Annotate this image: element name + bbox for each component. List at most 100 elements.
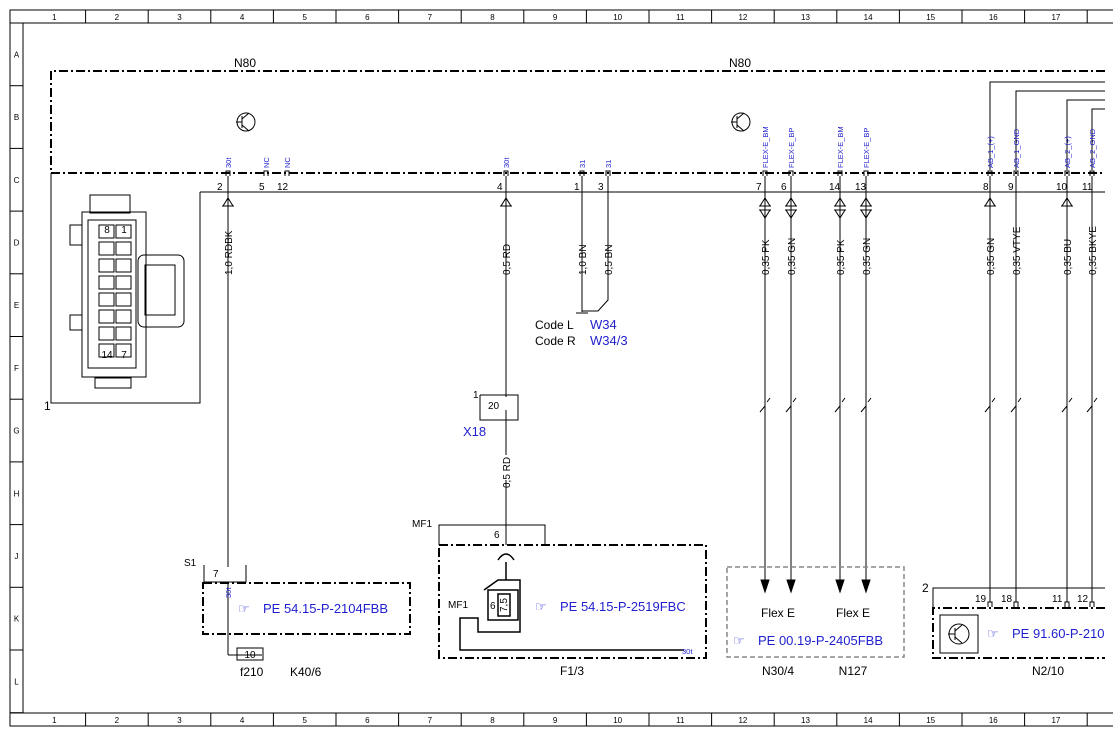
pin-signal: AB_2_GND (1088, 128, 1097, 168)
wire-label: 0,35 GN (862, 238, 873, 275)
row-letter: D (14, 238, 20, 247)
flex-e-label-2: Flex E (836, 606, 870, 620)
n2-10-connector (932, 587, 1105, 610)
column-number: 5 (302, 13, 307, 22)
column-number: 16 (989, 716, 998, 725)
column-number: 13 (801, 13, 810, 22)
connector-cavity (98, 292, 115, 307)
k40-outline (202, 582, 411, 635)
column-number: 15 (926, 716, 935, 725)
n127-label: N127 (839, 664, 868, 678)
connector-cavity (115, 292, 132, 307)
pin-12: NC 12 (277, 157, 292, 193)
pin-signal: 31 (604, 160, 613, 168)
arrow-down-icon (760, 579, 770, 594)
mf1-fuse-rating: 7,5 (499, 598, 510, 612)
n80-module-outline (50, 70, 1105, 174)
x18-callout: 1 (473, 390, 479, 401)
flex-e-label-1: Flex E (761, 606, 795, 620)
pin-socket (225, 170, 231, 176)
pin-socket (605, 170, 611, 176)
pin-number: 8 (983, 182, 989, 193)
arrow-down-icon (835, 579, 845, 594)
connector-pin-label: 14 (101, 350, 113, 361)
row-letter: F (14, 364, 19, 373)
row-letter: C (14, 176, 20, 185)
pin-socket (1089, 170, 1095, 176)
mf1-inner-label: MF1 (448, 600, 468, 611)
pin-number: 9 (1008, 182, 1014, 193)
pin-10: AB_2_(+)100,35 BU (1056, 136, 1074, 607)
column-number: 17 (1051, 716, 1060, 725)
column-number: 1 (52, 716, 57, 725)
pointer-icon: ☞ (987, 626, 999, 641)
wire-label: 0,35 VTYE (1012, 226, 1023, 275)
pin-5: NC5 (259, 157, 271, 193)
pin-signal: 31 (578, 160, 587, 168)
column-number: 2 (115, 13, 120, 22)
pin-socket (503, 170, 509, 176)
column-number: 3 (177, 716, 182, 725)
pointer-icon: ☞ (535, 599, 547, 614)
column-number: 3 (177, 13, 182, 22)
n2-pin: 19 (975, 594, 987, 605)
pin-socket (1013, 170, 1019, 176)
arrow-down-icon (786, 579, 796, 594)
pin-signal: FLEX-E_BM (761, 126, 770, 168)
column-ruler: 1122334455667788991010111112121313141415… (52, 10, 1088, 726)
ref-n2-10: PE 91.60-P-210 (1012, 626, 1105, 641)
ref-f1-3: PE 54.15-P-2519FBC (560, 599, 686, 614)
column-number: 12 (738, 716, 747, 725)
column-number: 17 (1051, 13, 1060, 22)
pin-number: 1 (574, 182, 580, 193)
pin-socket (837, 170, 843, 176)
mf1-inner-pin: 6 (490, 601, 496, 612)
flex-e-outline (726, 566, 905, 658)
x18-connector (479, 290, 519, 522)
column-number: 4 (240, 716, 245, 725)
x18-pin: 20 (488, 401, 500, 412)
pin-number: 2 (217, 182, 223, 193)
connector-cavities (98, 224, 132, 358)
connector-cavity (115, 241, 132, 256)
pin-number: 4 (497, 182, 503, 193)
wire-label: 0,5 BN (604, 244, 615, 275)
x18-wire-label: 0,5 RD (502, 457, 513, 488)
pin-socket (263, 170, 269, 176)
pin-socket (788, 170, 794, 176)
fuse-holder-icon (459, 553, 684, 651)
n2-pin: 18 (1001, 594, 1013, 605)
column-number: 4 (240, 13, 245, 22)
pin-signal: AB_1_(+) (986, 136, 995, 168)
connector-cavity (98, 326, 115, 341)
pin-number: 12 (277, 182, 289, 193)
pointer-icon: ☞ (733, 633, 745, 648)
connector-cavity (115, 326, 132, 341)
connector-cavity (98, 241, 115, 256)
internal-feed-lines (989, 81, 1105, 170)
s1-switch (203, 200, 264, 661)
pin-number: 7 (756, 182, 762, 193)
column-number: 14 (864, 716, 873, 725)
pin-signal: NC (283, 157, 292, 168)
connector-cavity (98, 309, 115, 324)
pin-signal: 30t (502, 157, 511, 168)
n2-10-label: N2/10 (1032, 664, 1064, 678)
pin-signal: FLEX-E_BP (787, 128, 796, 168)
wire-label: 0,5 RD (502, 244, 513, 275)
connector-housing (50, 173, 201, 404)
mf1-pin: 6 (494, 530, 500, 541)
x18-label: X18 (463, 424, 486, 439)
column-number: 5 (302, 716, 307, 725)
wire-label: 1,0 BN (578, 244, 589, 275)
row-letter: G (13, 427, 19, 436)
transistor-icon (939, 614, 979, 654)
connector-cavity (115, 343, 132, 358)
